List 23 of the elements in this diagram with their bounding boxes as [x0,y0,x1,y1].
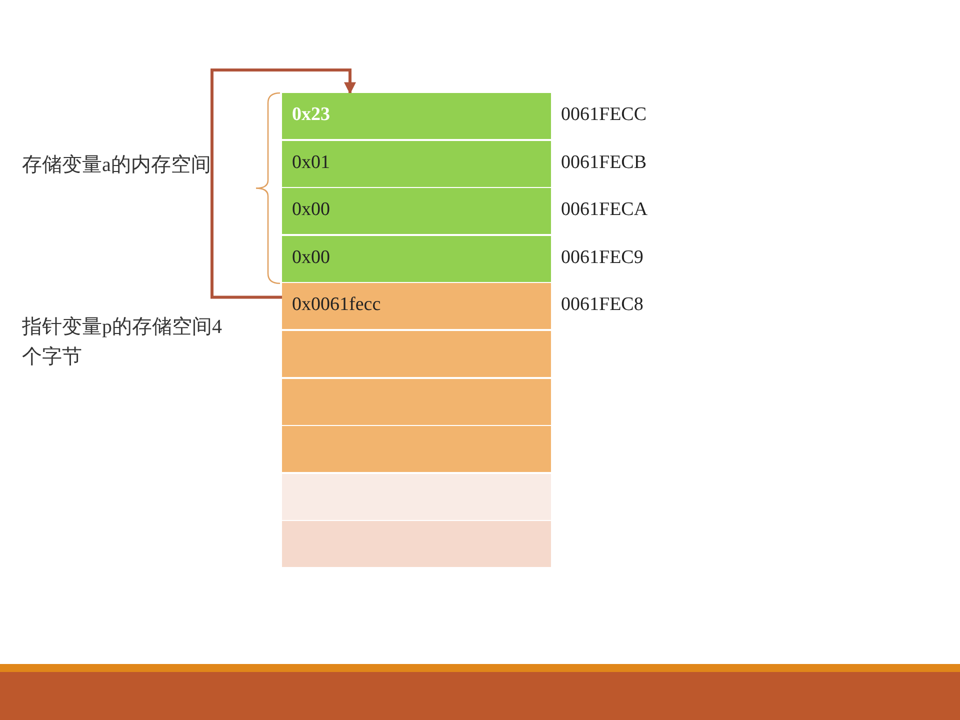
address-label: 0061FEC9 [561,246,644,269]
memory-cell [282,474,551,520]
address-label: 0061FECC [561,104,647,126]
address-label: 0061FECA [561,199,648,222]
memory-cell [282,188,551,234]
arrow [210,68,356,299]
cell-value: 0x00 [292,199,330,222]
cell-value: 0x00 [292,246,330,269]
memory-cell [282,140,551,187]
note-text: 指针变量p的存储空间4个字节 [22,315,223,370]
cell-value: 0x01 [292,152,330,174]
cell-value: 0x23 [292,104,330,126]
memory-cell [282,93,551,139]
memory-cell [282,521,551,568]
memory-cell [282,378,551,425]
note-text: 存储变量a的内存空间 [22,153,212,178]
memory-cell [282,236,551,282]
address-label: 0061FECB [561,152,647,174]
memory-cell [282,283,551,330]
memory-cell [282,331,551,377]
address-label: 0061FEC8 [561,294,644,316]
cell-value: 0x0061fecc [292,294,381,316]
memory-cell [282,426,551,472]
